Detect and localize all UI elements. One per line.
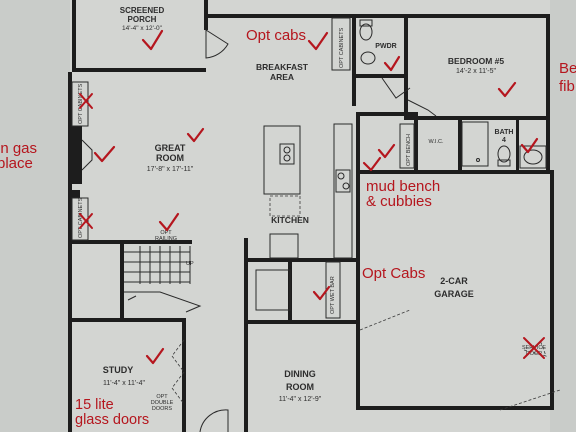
breakfast-name-2: AREA xyxy=(270,72,294,82)
garage-name-1: 2-CAR xyxy=(440,276,468,286)
study-dims: 11'-4" x 11'-4" xyxy=(103,380,146,387)
screened-porch-dims: 14'-4" x 12'-0" xyxy=(122,25,163,32)
opt-cabinets-left-label-1: OPT CABINETS xyxy=(78,83,84,124)
bedroom5-name: BEDROOM #5 xyxy=(448,56,504,66)
note-study-doors-2: glass doors xyxy=(75,412,149,428)
walls xyxy=(68,0,554,432)
note-gas-fireplace-2: place xyxy=(0,155,33,172)
check-mark-porch xyxy=(141,29,164,51)
check-mark-bench xyxy=(377,143,396,159)
great-room-name-2: ROOM xyxy=(156,153,184,163)
opt-double-doors-label-1: OPT xyxy=(156,394,168,400)
note-opt-cabs-top: Opt cabs xyxy=(246,27,306,44)
bath4-name-1: BATH xyxy=(495,129,514,136)
opt-double-doors-label-2: DOUBLE xyxy=(151,400,174,406)
note-mud-bench-1: mud bench xyxy=(366,178,440,195)
screened-porch-name-1: SCREENED xyxy=(120,6,165,15)
note-right-edge-1: Be xyxy=(559,60,576,77)
great-room-name-1: GREAT xyxy=(155,143,186,153)
bath4-name-2: 4 xyxy=(502,137,506,144)
x-mark-cabinets-lower xyxy=(79,213,93,229)
opt-double-doors-label-3: DOORS xyxy=(152,406,173,412)
check-mark-bedroom xyxy=(497,81,517,98)
wic-name: W.I.C. xyxy=(429,139,444,145)
dining-name-1: DINING xyxy=(284,369,316,379)
check-mark-fireplace xyxy=(93,145,116,163)
garage-name-2: GARAGE xyxy=(434,289,474,299)
room-labels: SCREENED PORCH 14'-4" x 12'-0" BREAKFAST… xyxy=(103,6,514,403)
check-mark-opt-cabs xyxy=(307,31,329,51)
kitchen-name: KITCHEN xyxy=(271,215,309,225)
note-right-edge-2: fib xyxy=(559,78,575,95)
opt-railing-label-1: OPT xyxy=(160,230,172,236)
check-mark-great-room xyxy=(186,127,205,143)
check-mark-wet-bar xyxy=(312,285,331,301)
dining-dims: 11'-4" x 12'-9" xyxy=(279,396,322,403)
opt-bench-label: OPT BENCH xyxy=(406,134,412,166)
x-mark-service-door xyxy=(523,337,545,359)
note-opt-cabs-mid: Opt Cabs xyxy=(362,265,425,282)
note-gas-fireplace-1: in gas xyxy=(0,140,37,157)
screened-porch-name-2: PORCH xyxy=(128,15,157,24)
pwdr-name: PWDR xyxy=(375,43,396,50)
study-name: STUDY xyxy=(103,365,134,375)
note-study-doors-1: 15 lite xyxy=(75,397,114,413)
dining-name-2: ROOM xyxy=(286,382,314,392)
opt-cabinets-left-label-2: OPT CABINETS xyxy=(78,197,84,238)
note-mud-bench-2: & cubbies xyxy=(366,193,432,210)
check-mark-mud-area xyxy=(362,156,382,172)
x-mark-cabinets-upper xyxy=(79,93,93,109)
bedroom5-dims: 14'-2 x 11'-5" xyxy=(456,68,497,75)
check-mark-bath xyxy=(520,137,539,154)
great-room-dims: 17'-8" x 17'-11" xyxy=(147,166,194,173)
service-door-label-2: DOOR xyxy=(526,351,543,357)
opt-wet-bar-label: OPT WET BAR xyxy=(330,276,336,314)
stairs-up-label: UP xyxy=(186,261,194,267)
check-mark-pwdr xyxy=(383,55,401,72)
opt-railing-label-2: RAILING xyxy=(155,236,177,242)
opt-cabinets-top-label: OPT CABINETS xyxy=(339,27,345,68)
fixtures xyxy=(71,17,561,432)
check-mark-study xyxy=(145,347,165,365)
check-mark-railing xyxy=(158,212,180,232)
annotations: Opt cabs in gas place mud bench & cubbie… xyxy=(0,27,576,428)
breakfast-name-1: BREAKFAST xyxy=(256,62,309,72)
